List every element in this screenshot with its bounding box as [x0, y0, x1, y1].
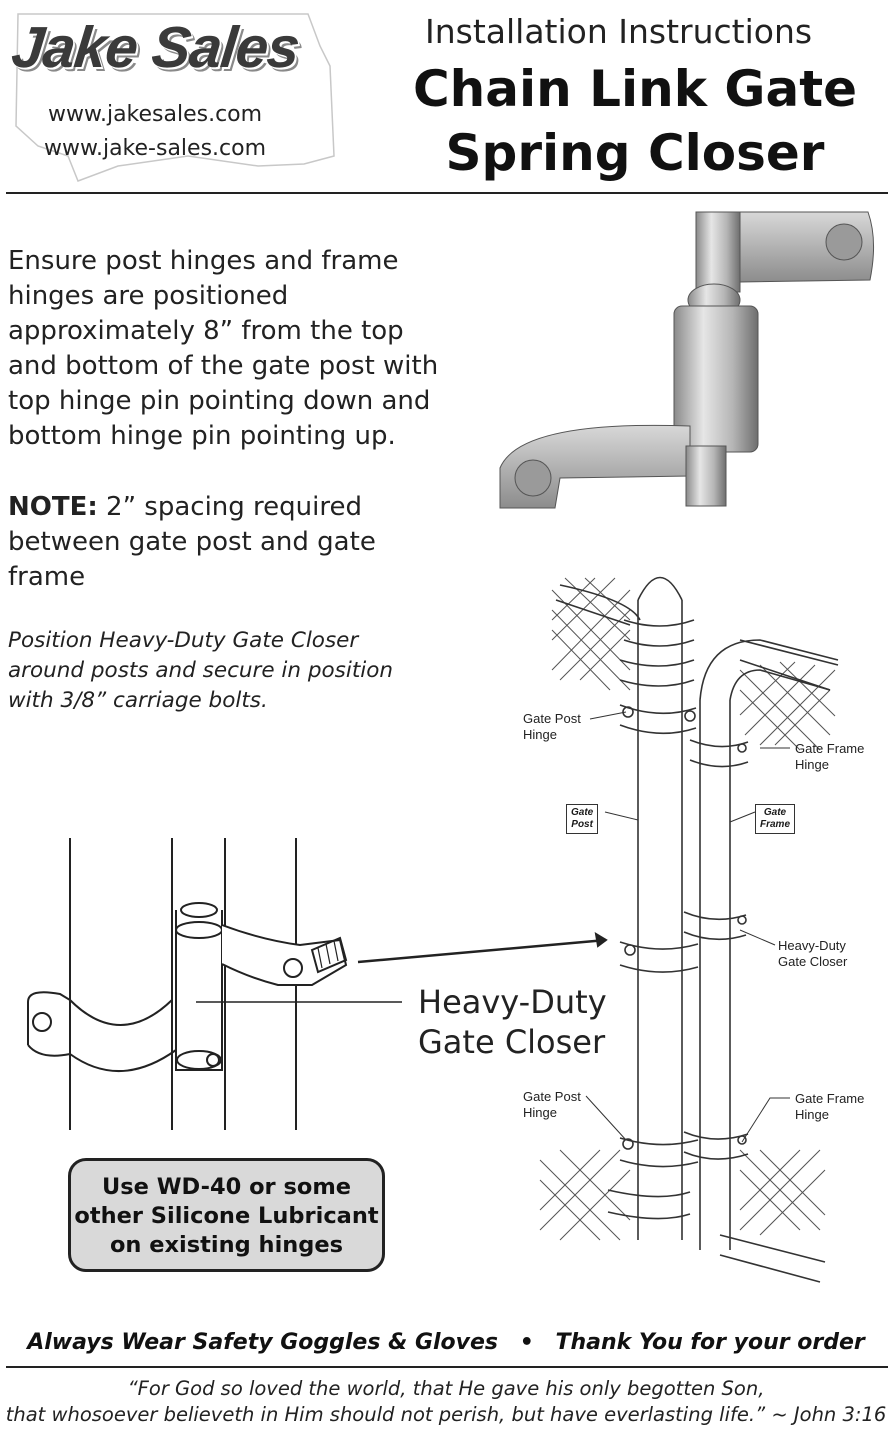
header-divider [6, 192, 888, 194]
logo [8, 6, 338, 191]
note-label: NOTE: [8, 492, 98, 522]
lubricant-line-2: other Silicone Lubricant [74, 1203, 379, 1229]
tag-text: Post [571, 819, 593, 830]
label-text: Gate Post [523, 711, 581, 726]
lubricant-notice-box: Use WD-40 or some other Silicone Lubrica… [68, 1158, 385, 1272]
label-gate-frame-hinge-bottom: Gate Frame Hinge [795, 1091, 864, 1123]
label-text: Gate Post [523, 1089, 581, 1104]
verse-line-1: “For God so loved the world, that He gav… [127, 1377, 765, 1400]
verse-line-2: that whosoever believeth in Him should n… [5, 1403, 887, 1426]
label-text: Gate Closer [778, 954, 848, 969]
tag-text: Frame [760, 819, 791, 830]
closer-callout-label: Heavy-Duty Gate Closer [418, 982, 607, 1062]
label-heavy-duty-closer: Heavy-Duty Gate Closer [778, 938, 847, 970]
chain-link-mesh-top-left [551, 577, 631, 691]
website-url-2[interactable]: www.jake-sales.com [44, 136, 267, 161]
closer-instruction: Position Heavy-Duty Gate Closer around p… [8, 628, 394, 713]
label-text: Hinge [523, 727, 557, 742]
label-gate-post-hinge-bottom: Gate Post Hinge [523, 1089, 581, 1121]
page-kicker: Installation Instructions [425, 12, 813, 51]
thanks-text: Thank You for your order [555, 1330, 865, 1355]
tag-text: Gate [571, 807, 594, 818]
label-text: Hinge [795, 757, 829, 772]
closer-callout-line-1: Heavy-Duty [418, 983, 607, 1021]
label-text: Gate Frame [795, 1091, 865, 1106]
tag-gate-post: Gate Post [566, 804, 599, 834]
intro-instructions: Ensure post hinges and frame hinges are … [8, 246, 439, 451]
tag-gate-frame: Gate Frame [755, 804, 796, 834]
lubricant-line-3: on existing hinges [109, 1232, 344, 1258]
state-outline-graphic [15, 13, 335, 182]
label-text: Heavy-Duty [778, 938, 846, 953]
footer-verse: “For God so loved the world, that He gav… [0, 1376, 892, 1428]
safety-text: Always Wear Safety Goggles & Gloves [27, 1330, 499, 1355]
note-text: 2” spacing required between gate post an… [8, 492, 376, 592]
tag-text: Gate [763, 807, 787, 818]
label-gate-post-hinge-top: Gate Post Hinge [523, 711, 581, 743]
lubricant-line-1: Use WD-40 or some [101, 1174, 352, 1200]
label-text: Gate Frame [795, 741, 865, 756]
note-paragraph: NOTE: 2” spacing required between gate p… [8, 490, 428, 595]
page-title-line-2: Spring Closer [445, 124, 825, 182]
label-gate-frame-hinge-top: Gate Frame Hinge [795, 741, 864, 773]
footer-safety-line: Always Wear Safety Goggles & Gloves • Th… [0, 1330, 892, 1355]
label-text: Hinge [523, 1105, 557, 1120]
label-text: Hinge [795, 1107, 829, 1122]
footer-separator: • [519, 1330, 534, 1355]
website-url-1[interactable]: www.jakesales.com [48, 102, 263, 127]
page-title-line-1: Chain Link Gate [412, 60, 858, 118]
brand-logo-text: Jake Sales [8, 15, 303, 80]
footer-divider [6, 1366, 888, 1368]
closer-callout-line-2: Gate Closer [418, 1023, 606, 1061]
